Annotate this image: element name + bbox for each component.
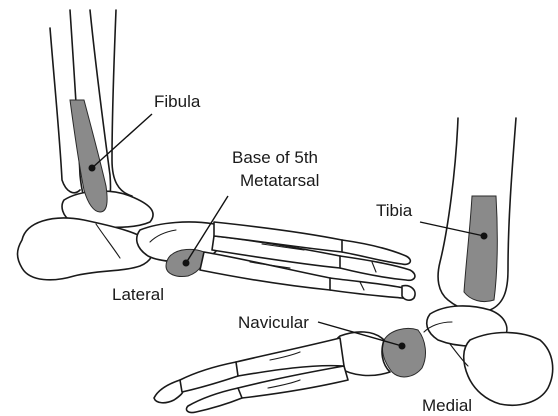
fibula-leader-dot (89, 165, 96, 172)
tibia-label: Tibia (376, 201, 413, 220)
lateral-calcaneus-bone (18, 218, 154, 280)
navicular-leader-dot (399, 343, 406, 350)
fibula-label: Fibula (154, 92, 201, 111)
lateral-foot (18, 10, 416, 300)
tibia-leader-dot (481, 233, 488, 240)
lateral-view-label: Lateral (112, 285, 164, 304)
base-5th-leader-dot (183, 260, 190, 267)
navicular-label: Navicular (238, 313, 309, 332)
medial-phalanx-3 (186, 388, 242, 413)
medial-view-label: Medial (422, 396, 472, 415)
base-5th-label-line2: Metatarsal (240, 171, 319, 190)
medial-phalanx-1 (175, 362, 238, 392)
lateral-phalanx-1 (330, 278, 411, 298)
medial-calcaneus-bone (464, 333, 553, 406)
medial-phalanx-2 (154, 380, 183, 403)
base-5th-label-line1: Base of 5th (232, 148, 318, 167)
lateral-toe-tip (402, 286, 415, 301)
